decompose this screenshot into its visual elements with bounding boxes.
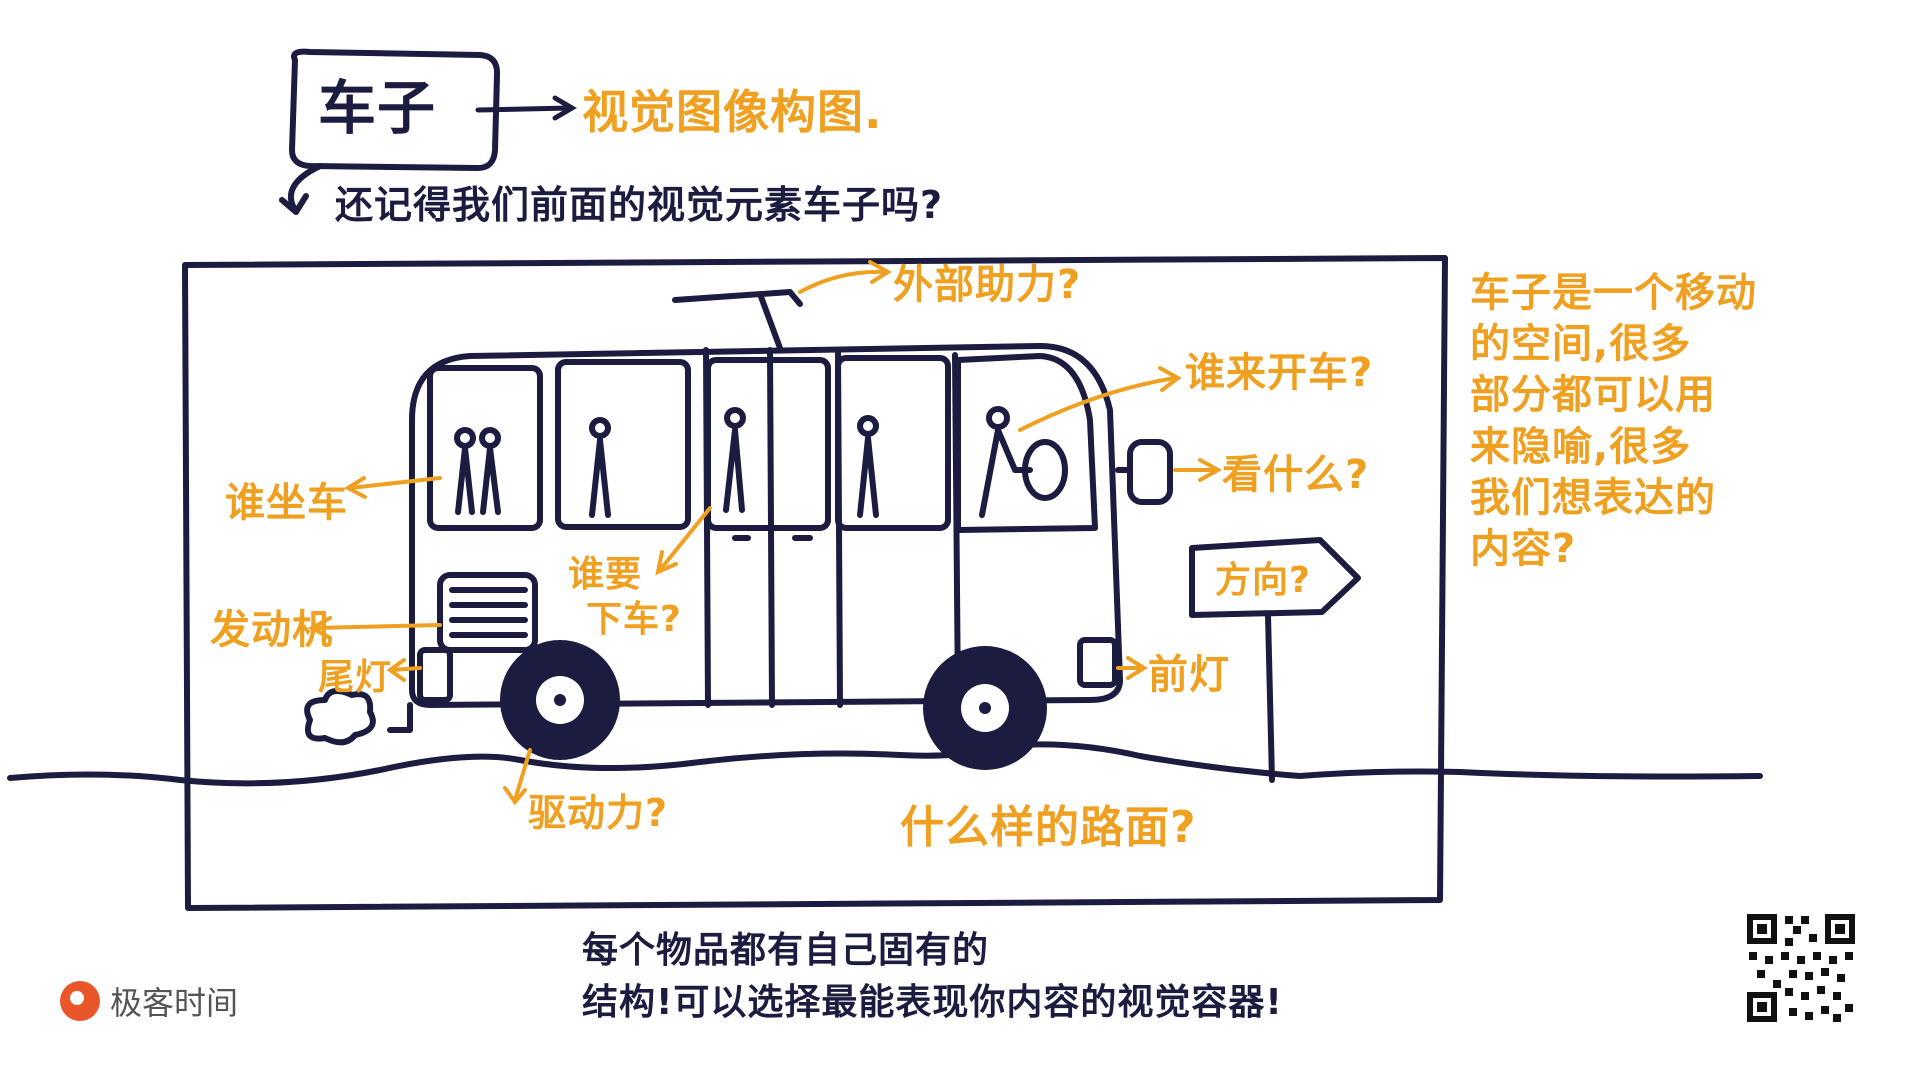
engine-grille — [437, 572, 538, 653]
brand-name: 极客时间 — [110, 985, 239, 1021]
window-5 — [955, 353, 1098, 533]
title-box — [289, 48, 501, 171]
label-direction: 方向? — [1215, 560, 1311, 601]
sign-post — [1265, 612, 1275, 783]
label-passengers: 谁坐车 — [225, 480, 348, 526]
rear-light — [417, 647, 453, 703]
headlight-shape — [1077, 637, 1118, 688]
brand-logo-icon — [60, 981, 100, 1021]
passenger-figures — [454, 406, 1033, 518]
label-driver: 谁来开车? — [1185, 350, 1374, 396]
label-road: 什么样的路面? — [900, 802, 1197, 853]
front-wheel — [923, 646, 1047, 770]
label-headlight: 前灯 — [1148, 652, 1230, 698]
label-drive: 驱动力? — [528, 791, 669, 835]
side-mirror — [1127, 439, 1173, 505]
label-external-power: 外部助力? — [893, 262, 1082, 308]
side-note: 车子是一个移动 的空间,很多 部分都可以用 来隐喻,很多 我们想表达的 内容? — [1470, 270, 1757, 572]
question-text: 还记得我们前面的视觉元素车子吗? — [335, 183, 944, 227]
label-look: 看什么? — [1222, 452, 1370, 498]
pantograph — [672, 289, 803, 351]
title-target-text: 视觉图像构图. — [582, 85, 883, 139]
label-rear-light: 尾灯 — [318, 657, 393, 698]
label-alight: 谁要 下车? — [568, 554, 682, 640]
rear-wheel — [500, 640, 620, 760]
label-engine: 发动机 — [210, 607, 333, 653]
window-1 — [427, 365, 543, 531]
bus-body — [409, 343, 1123, 708]
title-text: 车子 — [318, 74, 437, 142]
qr-code-icon — [1745, 912, 1857, 1024]
frame — [182, 255, 1448, 911]
window-4 — [835, 355, 951, 531]
title-arrow — [475, 105, 573, 113]
window-2 — [555, 359, 691, 530]
label-arrows — [307, 260, 1223, 806]
brand-logo: 极客时间 — [60, 978, 238, 1024]
exhaust-smoke — [304, 688, 376, 746]
road-sign — [1189, 537, 1361, 618]
title-curve-arrow — [288, 163, 323, 213]
bottom-note: 每个物品都有自己固有的 结构!可以选择最能表现你内容的视觉容器! — [582, 930, 1283, 1024]
ground-line — [7, 741, 1763, 787]
